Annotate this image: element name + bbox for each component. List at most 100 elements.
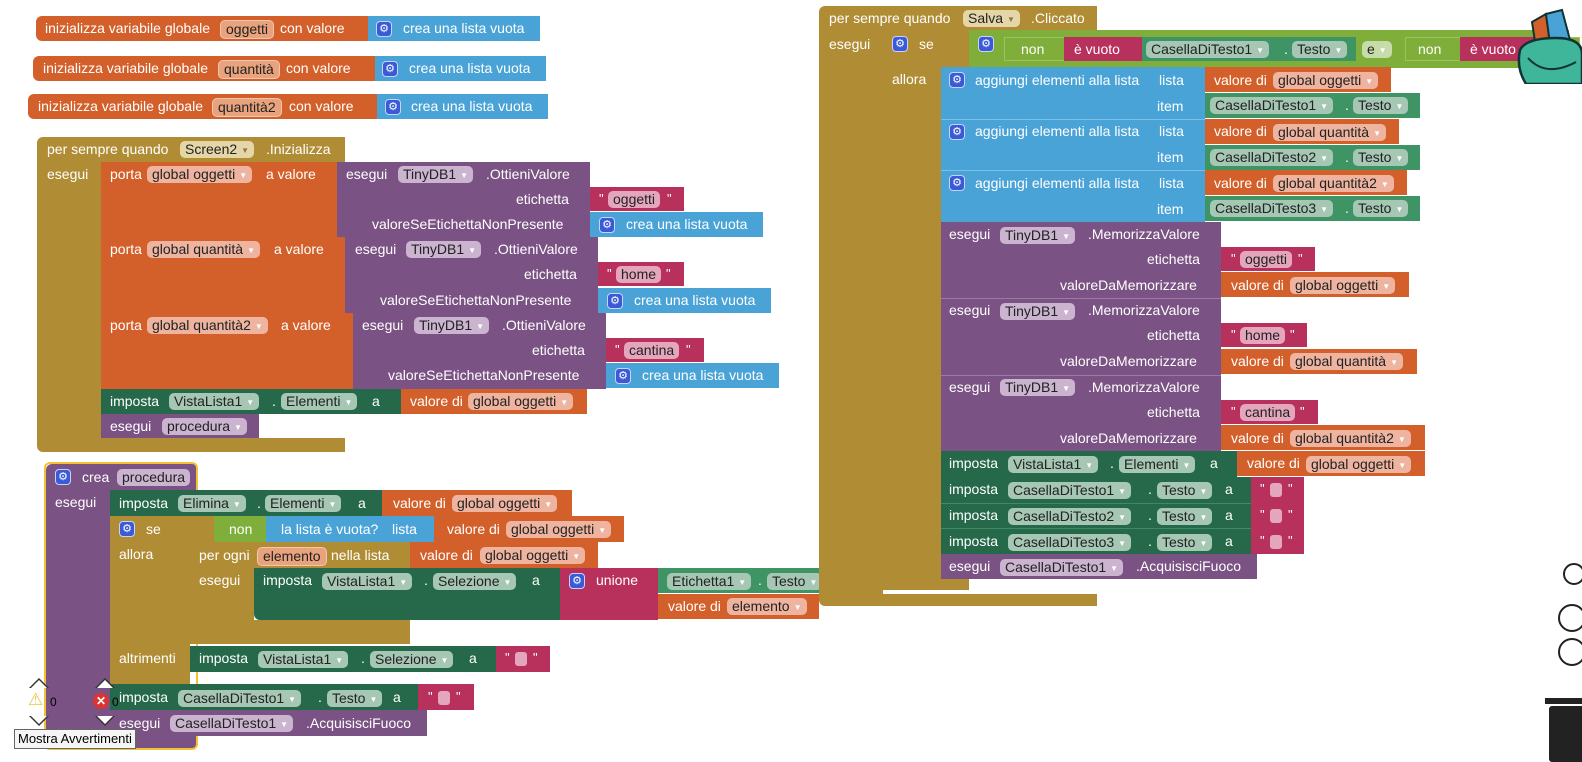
- component-dropdown[interactable]: CasellaDiTesto2▼: [1210, 149, 1334, 166]
- gear-icon[interactable]: ⚙: [949, 124, 965, 140]
- init-block[interactable]: [36, 16, 368, 41]
- gear-icon[interactable]: ⚙: [892, 36, 908, 52]
- property-dropdown[interactable]: Testo▼: [767, 573, 823, 590]
- show-warnings-tooltip[interactable]: Mostra Avvertimenti: [14, 729, 136, 749]
- empty-text-field[interactable]: [515, 652, 527, 666]
- gear-icon[interactable]: ⚙: [376, 21, 392, 37]
- gear-icon[interactable]: ⚙: [55, 469, 71, 485]
- add-items-block[interactable]: [941, 119, 1205, 170]
- property-dropdown[interactable]: Testo▼: [1353, 149, 1409, 166]
- component-dropdown[interactable]: Elimina▼: [178, 495, 246, 512]
- create-empty-list-block[interactable]: [598, 288, 771, 313]
- component-dropdown[interactable]: VistaLista1▼: [322, 573, 413, 590]
- component-dropdown[interactable]: CasellaDiTesto1▼: [170, 715, 294, 732]
- var-dropdown[interactable]: global oggetti▼: [1273, 72, 1379, 89]
- create-empty-list-block[interactable]: [368, 16, 540, 41]
- var-dropdown[interactable]: global oggetti▼: [452, 495, 558, 512]
- component-dropdown[interactable]: CasellaDiTesto1▼: [178, 690, 302, 707]
- empty-text-field[interactable]: [1270, 483, 1282, 497]
- component-dropdown[interactable]: Etichetta1▼: [667, 573, 752, 590]
- var-dropdown[interactable]: global quantità▼: [147, 241, 260, 258]
- var-dropdown[interactable]: global oggetti▼: [480, 547, 586, 564]
- var-name-field[interactable]: quantità: [218, 60, 280, 79]
- property-dropdown[interactable]: Elementi▼: [1119, 456, 1196, 473]
- component-dropdown[interactable]: CasellaDiTesto3▼: [1008, 534, 1132, 551]
- gear-icon[interactable]: ⚙: [119, 521, 135, 537]
- text-value[interactable]: cantina: [624, 342, 680, 359]
- if-block[interactable]: [883, 32, 941, 588]
- var-dropdown[interactable]: global quantità2▼: [1290, 430, 1411, 447]
- init-block[interactable]: [28, 94, 377, 119]
- property-dropdown[interactable]: Testo▼: [1353, 200, 1409, 217]
- operator-dropdown[interactable]: e▼: [1362, 41, 1392, 58]
- component-dropdown[interactable]: Salva▼: [963, 10, 1020, 27]
- is-list-empty-block[interactable]: [266, 516, 434, 542]
- tinydb-store-block[interactable]: [941, 298, 1221, 375]
- var-dropdown[interactable]: global quantità2▼: [147, 317, 268, 334]
- property-dropdown[interactable]: Testo▼: [1157, 534, 1213, 551]
- db-dropdown[interactable]: TinyDB1▼: [406, 241, 482, 258]
- gear-icon[interactable]: ⚙: [949, 175, 965, 191]
- property-dropdown[interactable]: Selezione▼: [433, 573, 517, 590]
- var-dropdown[interactable]: global oggetti▼: [147, 166, 253, 183]
- property-dropdown[interactable]: Elementi▼: [281, 393, 358, 410]
- not-block[interactable]: [214, 516, 266, 542]
- component-dropdown[interactable]: VistaLista1▼: [1008, 456, 1099, 473]
- trash-icon[interactable]: [1545, 698, 1582, 762]
- var-dropdown[interactable]: global oggetti▼: [468, 393, 574, 410]
- property-dropdown[interactable]: Testo▼: [1353, 97, 1409, 114]
- text-value[interactable]: cantina: [1240, 404, 1296, 421]
- var-dropdown[interactable]: global quantità▼: [1273, 124, 1386, 141]
- var-dropdown[interactable]: elemento▼: [727, 598, 807, 615]
- property-dropdown[interactable]: Testo▼: [1157, 482, 1213, 499]
- text-value[interactable]: oggetti: [1240, 251, 1293, 268]
- gear-icon[interactable]: ⚙: [607, 293, 623, 309]
- component-dropdown[interactable]: CasellaDiTesto1▼: [1000, 559, 1124, 576]
- procedure-dropdown[interactable]: procedura▼: [162, 418, 247, 435]
- tinydb-store-block[interactable]: [941, 222, 1221, 298]
- gear-icon[interactable]: ⚙: [385, 99, 401, 115]
- if-block[interactable]: [110, 516, 190, 684]
- property-dropdown[interactable]: Testo▼: [327, 690, 383, 707]
- recenter-icon[interactable]: [1563, 563, 1582, 585]
- gear-icon[interactable]: ⚙: [949, 72, 965, 88]
- var-name-field[interactable]: quantità2: [212, 98, 282, 117]
- db-dropdown[interactable]: TinyDB1▼: [1000, 227, 1076, 244]
- is-empty-block[interactable]: [1064, 37, 1142, 61]
- component-dropdown[interactable]: VistaLista1▼: [258, 651, 349, 668]
- property-dropdown[interactable]: Elementi▼: [265, 495, 342, 512]
- create-empty-list-block[interactable]: [375, 56, 546, 81]
- procedure-name-field[interactable]: procedura: [117, 469, 191, 486]
- gear-icon[interactable]: ⚙: [599, 217, 615, 233]
- var-name-field[interactable]: oggetti: [220, 20, 275, 39]
- component-dropdown[interactable]: CasellaDiTesto1▼: [1008, 482, 1132, 499]
- gear-icon[interactable]: ⚙: [382, 61, 398, 77]
- property-dropdown[interactable]: Testo▼: [1292, 41, 1348, 58]
- component-dropdown[interactable]: CasellaDiTesto2▼: [1008, 508, 1132, 525]
- gear-icon[interactable]: ⚙: [978, 36, 994, 52]
- db-dropdown[interactable]: TinyDB1▼: [414, 317, 490, 334]
- db-dropdown[interactable]: TinyDB1▼: [1000, 379, 1076, 396]
- component-dropdown[interactable]: CasellaDiTesto3▼: [1210, 200, 1334, 217]
- empty-text-field[interactable]: [1270, 509, 1282, 523]
- property-dropdown[interactable]: Testo▼: [1157, 508, 1213, 525]
- event-header[interactable]: [819, 6, 1097, 32]
- property-dropdown[interactable]: Selezione▼: [370, 651, 454, 668]
- zoom-out-icon[interactable]: [1558, 638, 1582, 666]
- empty-text-field[interactable]: [438, 691, 450, 705]
- empty-text-field[interactable]: [1270, 535, 1282, 549]
- add-items-block[interactable]: [941, 67, 1205, 119]
- backpack-icon[interactable]: [1516, 4, 1582, 86]
- create-empty-list-block[interactable]: [606, 363, 779, 388]
- tinydb-store-block[interactable]: [941, 375, 1221, 451]
- gear-icon[interactable]: ⚙: [569, 573, 585, 589]
- component-dropdown[interactable]: Screen2▼: [180, 141, 255, 158]
- text-value[interactable]: home: [616, 266, 662, 283]
- component-dropdown[interactable]: CasellaDiTesto1▼: [1210, 97, 1334, 114]
- var-dropdown[interactable]: global oggetti▼: [1306, 456, 1412, 473]
- add-items-block[interactable]: [941, 170, 1205, 222]
- db-dropdown[interactable]: TinyDB1▼: [1000, 303, 1076, 320]
- component-dropdown[interactable]: CasellaDiTesto1▼: [1146, 41, 1270, 58]
- init-block[interactable]: [33, 56, 375, 81]
- create-empty-list-block[interactable]: [590, 212, 763, 237]
